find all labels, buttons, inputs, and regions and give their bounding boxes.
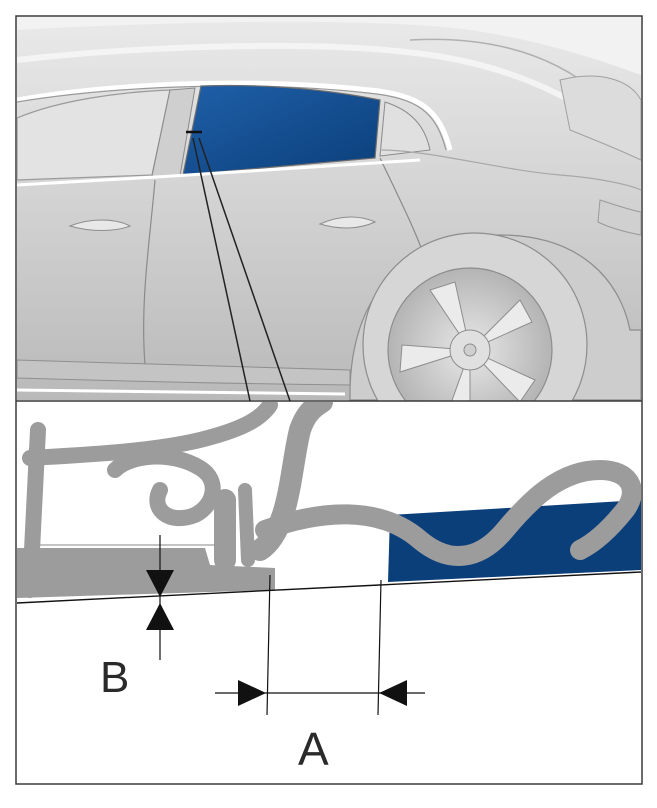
rear-door-glass bbox=[182, 84, 381, 176]
dimension-a-arrow-right bbox=[238, 680, 266, 706]
car-side-view bbox=[17, 17, 641, 401]
dimension-a bbox=[215, 574, 425, 716]
seal-profile bbox=[22, 402, 641, 598]
seal-cross-section bbox=[17, 402, 641, 604]
dimension-b-arrow-down bbox=[146, 570, 174, 597]
base-plate bbox=[17, 548, 275, 598]
reference-line bbox=[17, 571, 641, 604]
dimension-b-arrow-up bbox=[146, 603, 174, 630]
callout-line-left bbox=[192, 137, 251, 402]
callout-line-right bbox=[198, 137, 291, 402]
dimension-a-label: A bbox=[298, 723, 329, 775]
dimension-b-label: B bbox=[100, 653, 129, 702]
dimension-a-arrow-left bbox=[379, 680, 407, 706]
dimension-b bbox=[146, 535, 174, 660]
